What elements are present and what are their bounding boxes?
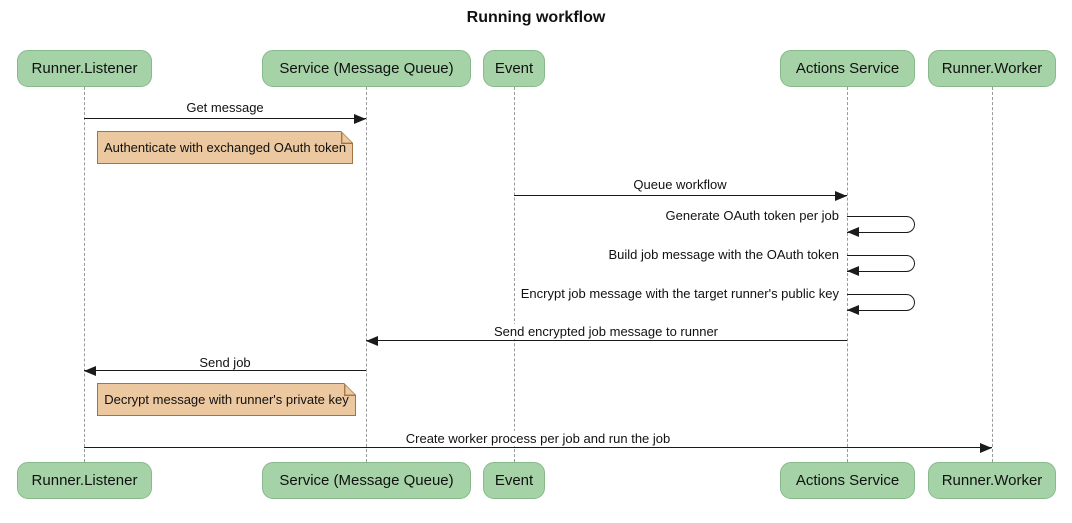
message-line-create-worker-process bbox=[84, 447, 992, 448]
arrowhead-left-icon bbox=[366, 336, 378, 346]
message-label-queue-workflow: Queue workflow bbox=[629, 177, 731, 192]
arrowhead-left-icon bbox=[847, 227, 859, 237]
lifeline-service-message-queue bbox=[366, 87, 367, 462]
arrowhead-right-icon bbox=[354, 114, 366, 124]
message-label-get-message: Get message bbox=[182, 100, 268, 115]
actor-bottom-runner-listener: Runner.Listener bbox=[17, 462, 152, 499]
lifeline-runner-worker bbox=[992, 87, 993, 462]
message-label-encrypt-job-message: Encrypt job message with the target runn… bbox=[516, 286, 843, 301]
lifeline-event bbox=[514, 87, 515, 462]
message-label-send-encrypted-job-message: Send encrypted job message to runner bbox=[489, 324, 723, 339]
actor-bottom-service-message-queue: Service (Message Queue) bbox=[262, 462, 471, 499]
message-line-get-message bbox=[84, 118, 366, 119]
note-text: Decrypt message with runner's private ke… bbox=[104, 392, 349, 407]
message-line-send-encrypted-job-message bbox=[366, 340, 847, 341]
self-loop bbox=[847, 216, 915, 233]
note-authenticate: Authenticate with exchanged OAuth token bbox=[97, 131, 353, 164]
note-fold-icon bbox=[341, 131, 354, 144]
message-label-create-worker-process: Create worker process per job and run th… bbox=[401, 431, 675, 446]
diagram-title: Running workflow bbox=[466, 9, 606, 26]
self-loop bbox=[847, 255, 915, 272]
lifeline-runner-listener bbox=[84, 87, 85, 462]
note-decrypt: Decrypt message with runner's private ke… bbox=[97, 383, 356, 416]
actor-bottom-runner-worker: Runner.Worker bbox=[928, 462, 1056, 499]
message-label-send-job: Send job bbox=[195, 355, 255, 370]
actor-bottom-actions-service: Actions Service bbox=[780, 462, 915, 499]
actor-top-event: Event bbox=[483, 50, 545, 87]
arrowhead-left-icon bbox=[84, 366, 96, 376]
note-fold-icon bbox=[344, 383, 357, 396]
actor-top-runner-worker: Runner.Worker bbox=[928, 50, 1056, 87]
arrowhead-left-icon bbox=[847, 266, 859, 276]
note-text: Authenticate with exchanged OAuth token bbox=[103, 140, 347, 155]
message-line-queue-workflow bbox=[514, 195, 847, 196]
arrowhead-right-icon bbox=[980, 443, 992, 453]
message-label-generate-oauth-token: Generate OAuth token per job bbox=[661, 208, 843, 223]
arrowhead-left-icon bbox=[847, 305, 859, 315]
actor-bottom-event: Event bbox=[483, 462, 545, 499]
message-label-build-job-message: Build job message with the OAuth token bbox=[604, 247, 843, 262]
arrowhead-right-icon bbox=[835, 191, 847, 201]
actor-top-actions-service: Actions Service bbox=[780, 50, 915, 87]
self-loop bbox=[847, 294, 915, 311]
actor-top-runner-listener: Runner.Listener bbox=[17, 50, 152, 87]
actor-top-service-message-queue: Service (Message Queue) bbox=[262, 50, 471, 87]
message-line-send-job bbox=[84, 370, 366, 371]
